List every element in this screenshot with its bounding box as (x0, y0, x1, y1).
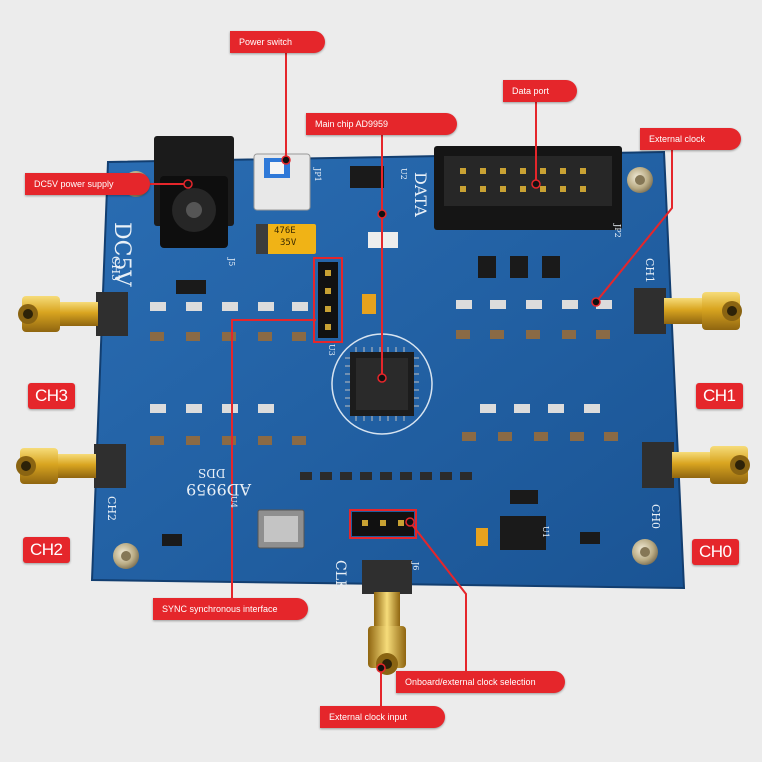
small-chips (162, 166, 600, 550)
silk-u2: U2 (399, 168, 408, 180)
silk-u1: U1 (541, 526, 550, 538)
channel-label-ch2: CH2 (23, 537, 70, 563)
silk-jp1: JP1 (313, 168, 322, 182)
silk-ch0: CH0 (649, 504, 662, 530)
silk-ch3: CH3 (109, 256, 122, 282)
silk-u3: U3 (327, 344, 336, 356)
channel-label-ch0: CH0 (692, 539, 739, 565)
clock-jumper (349, 509, 417, 539)
sync-header (313, 257, 343, 343)
callout-leaders (138, 42, 673, 718)
callout-external-clock-input: External clock input (320, 706, 445, 728)
silk-ch2: CH2 (105, 496, 118, 522)
dc-jack (154, 136, 234, 248)
channel-label-ch3: CH3 (28, 383, 75, 409)
sma-ch0 (642, 442, 750, 488)
sma-ch3 (18, 292, 128, 336)
data-header (434, 146, 622, 230)
callout-data-port: Data port (503, 80, 577, 102)
crystal-oscillator (257, 509, 305, 549)
silk-board-name: AD9959 (186, 480, 252, 499)
channel-label-ch1: CH1 (696, 383, 743, 409)
callout-clock-selection: Onboard/external clock selection (396, 671, 565, 693)
silk-j5: J5 (227, 258, 236, 267)
callout-external-clock: External clock (640, 128, 741, 150)
silk-data: DATA (411, 172, 430, 217)
callout-dc5v-supply: DC5V power supply (25, 173, 150, 195)
silk-clk: CLK (332, 560, 348, 591)
passive-components (150, 294, 618, 546)
callout-main-chip: Main chip AD9959 (306, 113, 457, 135)
tantalum-capacitor (256, 224, 316, 254)
silk-j6: J6 (411, 562, 420, 571)
capacitor-marking-2: 35V (280, 238, 297, 248)
capacitor-marking-1: 476E (274, 226, 296, 236)
sma-ch2 (16, 444, 126, 488)
silk-ch1: CH1 (643, 258, 656, 284)
callout-power-switch: Power switch (230, 31, 325, 53)
sma-clk (362, 560, 412, 675)
sma-ch1 (634, 288, 742, 334)
callout-sync-interface: SYNC synchronous interface (153, 598, 308, 620)
silk-board-sub: DDS (198, 466, 226, 480)
callout-endpoints (183, 155, 601, 673)
silk-u4: U4 (229, 496, 238, 508)
silk-jp2: JP2 (613, 224, 622, 238)
